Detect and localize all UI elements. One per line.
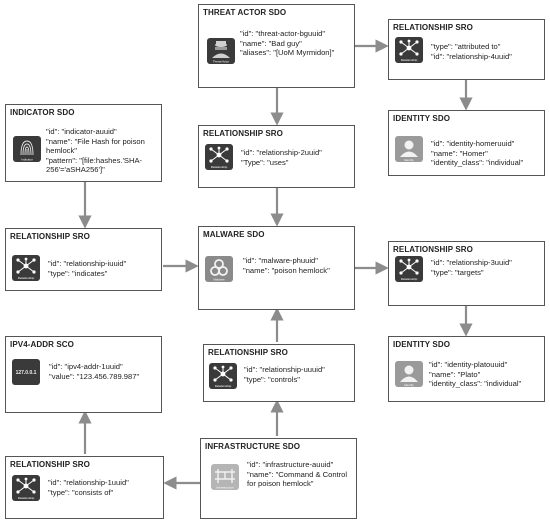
icon-caption: Relationship (211, 165, 228, 169)
field-id: "id": "indicator-auuid" (46, 127, 117, 136)
icon-caption: Relationship (18, 496, 35, 500)
field-name: "name": "Bad guy" (240, 38, 302, 48)
identity-icon: Identity (395, 136, 423, 162)
node-title: THREAT ACTOR SDO (203, 8, 287, 17)
infrastructure-node[interactable]: INFRASTRUCTURE SDO Infrastructure "id": … (200, 438, 357, 519)
ipv4-addr-node[interactable]: IPV4-ADDR SCO 127.0.0.1 "id": "ipv4-addr… (5, 336, 162, 413)
field-type: "type": "attributed to" (431, 42, 501, 51)
field-name: "name": "File Hash for poison hemlock" (46, 136, 145, 156)
relationship-icon: Relationship (395, 37, 423, 63)
field-type: "type": "controls" (244, 374, 300, 384)
node-title: RELATIONSHIP SRO (208, 348, 288, 357)
relationship-icon: Relationship (209, 363, 237, 389)
node-title: INFRASTRUCTURE SDO (205, 442, 301, 451)
icon-caption: Identity (404, 383, 414, 387)
fingerprint-icon: Indicator (13, 136, 41, 162)
field-name: "name": "Plato" (429, 369, 481, 379)
field-type: "Type": "uses" (241, 157, 289, 167)
relationship-icon: Relationship (12, 475, 40, 501)
field-list: "id": "relationship-uuuid" "type": "cont… (244, 365, 354, 384)
field-list: "id": "relationship-iuuid" "type": "indi… (48, 259, 160, 278)
relationship-consists-node[interactable]: RELATIONSHIP SRO Relationship "id": "rel… (5, 456, 164, 519)
malware-node[interactable]: MALWARE SDO Malware "id": "malware-phuui… (198, 226, 355, 310)
field-name: "name": "Command & Control for poison he… (247, 469, 348, 489)
relationship-targets-node[interactable]: RELATIONSHIP SRO Relationship "id": "rel… (388, 241, 545, 306)
node-title: RELATIONSHIP SRO (10, 232, 90, 241)
field-value: "value": "123.456.789.987" (49, 371, 140, 381)
field-id: "id": "relationship-1uuid" (48, 478, 129, 487)
field-aliases: "aliases": "[UoM Myrmidon]" (240, 48, 335, 58)
infrastructure-icon: Infrastructure (211, 464, 239, 490)
relationship-attributed-node[interactable]: RELATIONSHIP SRO Relationship "type": "a… (388, 19, 545, 80)
icon-caption: Relationship (401, 58, 418, 62)
field-identity-class: "identity_class": "individual" (431, 158, 524, 168)
field-identity-class: "identity_class": "individual" (429, 379, 522, 389)
field-list: "id": "infrastructure-auuid" "name": "Co… (247, 460, 355, 489)
ip-address-icon: 127.0.0.1 (12, 359, 40, 385)
relationship-controls-node[interactable]: RELATIONSHIP SRO Relationship "id": "rel… (203, 344, 355, 402)
relationship-uses-node[interactable]: RELATIONSHIP SRO Relationship "id": "rel… (198, 125, 355, 188)
node-title: INDICATOR SDO (10, 108, 75, 117)
field-id: "id": "relationship-iuuid" (48, 259, 127, 268)
field-id: "id": "ipv4-addr-1uuid" (49, 362, 123, 371)
field-list: "id": "ipv4-addr-1uuid" "value": "123.45… (49, 362, 161, 381)
field-id: "id": "relationship-2uuid" (241, 148, 322, 157)
field-type: "type": "indicates" (48, 268, 108, 278)
field-list: "type": "attributed to" "id": "relations… (431, 42, 543, 61)
field-id: "id": "relationship-3uuid" (431, 258, 512, 267)
field-id: "id": "relationship-4uuid" (431, 51, 512, 61)
field-id: "id": "threat-actor-bguuid" (240, 29, 326, 38)
node-title: RELATIONSHIP SRO (393, 245, 473, 254)
node-title: MALWARE SDO (203, 230, 265, 239)
field-id: "id": "relationship-uuuid" (244, 365, 325, 374)
relationship-icon: Relationship (395, 256, 423, 282)
icon-caption: Malware (213, 278, 225, 282)
icon-caption: Identity (404, 158, 414, 162)
field-id: "id": "identity-homeruuid" (431, 139, 515, 148)
node-title: IDENTITY SDO (393, 114, 451, 123)
icon-caption: Indicator (21, 158, 33, 162)
field-list: "id": "threat-actor-bguuid" "name": "Bad… (240, 29, 354, 58)
field-id: "id": "identity-platouuid" (429, 360, 508, 369)
icon-caption: Relationship (215, 384, 232, 388)
icon-caption: Infrastructure (216, 486, 234, 490)
field-name: "name": "poison hemlock" (243, 265, 330, 275)
node-title: RELATIONSHIP SRO (393, 23, 473, 32)
field-type: "type": "consists of" (48, 487, 114, 497)
field-list: "id": "relationship-2uuid" "Type": "uses… (241, 148, 353, 167)
node-title: RELATIONSHIP SRO (10, 460, 90, 469)
identity-plato-node[interactable]: IDENTITY SDO Identity "id": "identity-pl… (388, 336, 545, 402)
field-pattern: "pattern": "[file:hashes.'SHA-256'='aSHA… (46, 155, 143, 175)
relationship-icon: Relationship (12, 255, 40, 281)
node-title: RELATIONSHIP SRO (203, 129, 283, 138)
identity-homer-node[interactable]: IDENTITY SDO Identity "id": "identity-ho… (388, 110, 545, 176)
identity-icon: Identity (395, 361, 423, 387)
icon-caption: 127.0.0.1 (16, 370, 37, 376)
relationship-icon: Relationship (205, 144, 233, 170)
field-list: "id": "relationship-3uuid" "type": "targ… (431, 258, 543, 277)
field-id: "id": "infrastructure-auuid" (247, 460, 334, 469)
relationship-indicates-node[interactable]: RELATIONSHIP SRO Relationship "id": "rel… (5, 228, 162, 291)
field-list: "id": "relationship-1uuid" "type": "cons… (48, 478, 162, 497)
field-list: "id": "indicator-auuid" "name": "File Ha… (46, 127, 160, 175)
field-name: "name": "Homer" (431, 148, 488, 158)
icon-caption: Threat Actor (213, 60, 229, 64)
threat-actor-icon: Threat Actor (207, 38, 235, 64)
field-list: "id": "identity-homeruuid" "name": "Home… (431, 139, 543, 168)
node-title: IDENTITY SDO (393, 340, 451, 349)
biohazard-icon: Malware (205, 256, 233, 282)
icon-caption: Relationship (401, 277, 418, 281)
field-list: "id": "identity-platouuid" "name": "Plat… (429, 360, 543, 389)
threat-actor-node[interactable]: THREAT ACTOR SDO Threat Actor "id": "thr… (198, 4, 355, 88)
field-type: "type": "targets" (431, 267, 484, 277)
icon-caption: Relationship (18, 276, 35, 280)
field-list: "id": "malware-phuuid" "name": "poison h… (243, 256, 353, 275)
field-id: "id": "malware-phuuid" (243, 256, 318, 265)
node-title: IPV4-ADDR SCO (10, 340, 74, 349)
indicator-node[interactable]: INDICATOR SDO Indicator "id": "indicator… (5, 104, 162, 182)
